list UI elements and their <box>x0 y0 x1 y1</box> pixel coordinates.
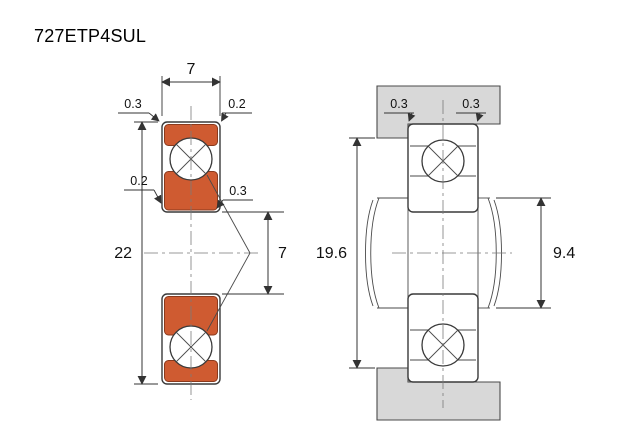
part-number-title: 727ETP4SUL <box>34 26 147 46</box>
chamfer-top-left-value: 0.3 <box>124 97 141 111</box>
fillet-top-left-value: 0.3 <box>390 97 407 111</box>
housing-abutment-dimension: 19.6 <box>316 137 375 369</box>
width-value: 7 <box>187 61 196 78</box>
mounting-view: 0.3 0.3 19.6 9.4 <box>316 85 575 421</box>
centerlines-right <box>392 100 512 408</box>
fillet-top-right-value: 0.3 <box>462 97 479 111</box>
fillet-top-right-callout: 0.3 <box>456 97 486 122</box>
bore-dimension: 7 <box>222 211 287 295</box>
shaft <box>365 197 502 309</box>
shaft-abutment-value: 9.4 <box>553 245 575 262</box>
chamfer-mid-right-value: 0.3 <box>229 184 246 198</box>
chamfer-mid-left-value: 0.2 <box>130 174 147 188</box>
chamfer-mid-left-callout: 0.2 <box>124 174 162 204</box>
shaft-break-left <box>370 197 380 309</box>
cage-lines-bottom <box>175 331 207 363</box>
chamfer-top-right-value: 0.2 <box>228 97 245 111</box>
bore-value: 7 <box>278 245 287 262</box>
shaft-abutment-dimension: 9.4 <box>496 197 575 309</box>
fillet-top-left-callout: 0.3 <box>384 97 416 122</box>
chamfer-top-left-callout: 0.3 <box>118 97 160 122</box>
outer-diameter-dimension: 22 <box>114 121 158 385</box>
chamfer-mid-right-callout: 0.3 <box>216 184 253 209</box>
centerlines-left <box>144 106 260 400</box>
contact-angle-lines <box>206 174 251 332</box>
width-dimension: 7 <box>161 61 221 116</box>
outer-diameter-value: 22 <box>114 245 132 262</box>
housing-bottom <box>376 367 501 421</box>
cross-section-view: 7 22 7 0.3 0.2 0.2 <box>114 61 287 400</box>
housing-top <box>376 85 501 139</box>
chamfer-top-right-callout: 0.2 <box>221 97 252 122</box>
housing-abutment-value: 19.6 <box>316 245 347 262</box>
